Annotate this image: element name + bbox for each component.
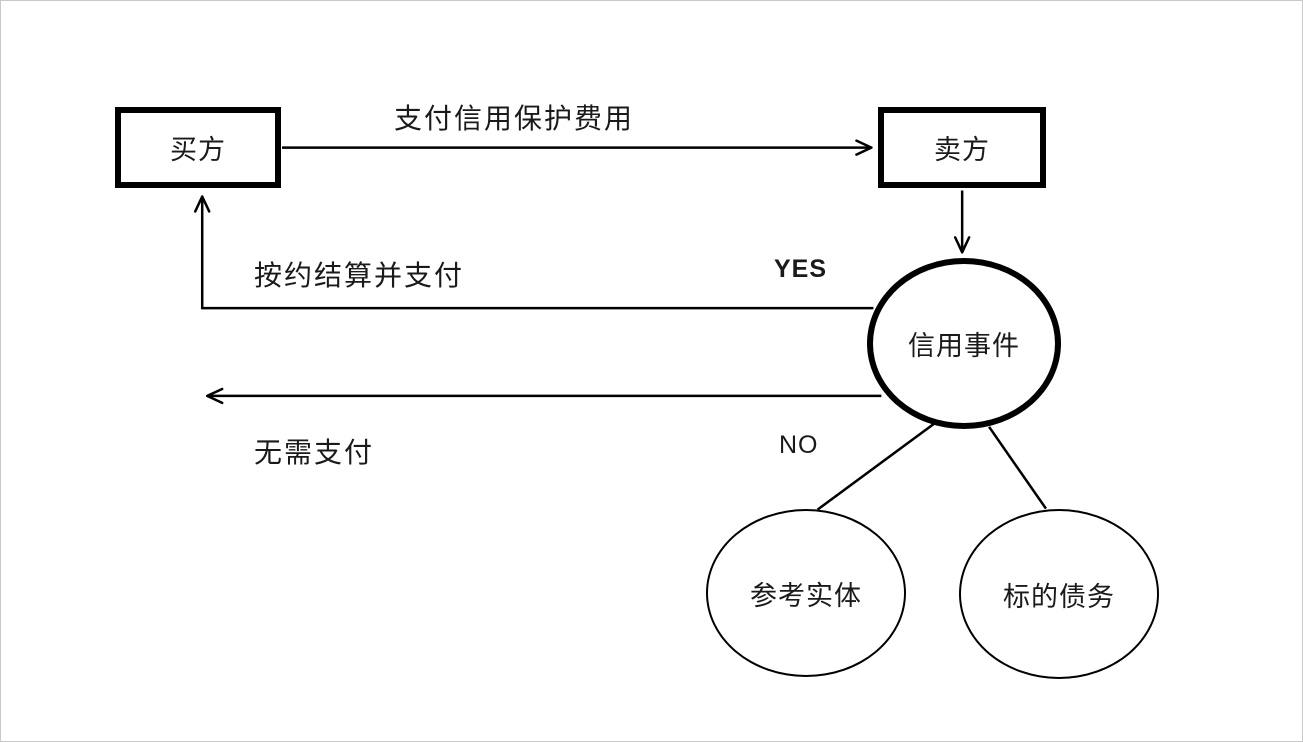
node-underlying-obligation-label: 标的债务 <box>1003 581 1115 612</box>
node-credit-event: 信用事件 <box>867 258 1061 429</box>
edge-label-yes: YES <box>774 255 828 283</box>
node-seller: 卖方 <box>878 107 1046 188</box>
node-buyer-label: 买方 <box>170 135 226 165</box>
edge-label-no-payment: 无需支付 <box>254 437 375 468</box>
node-underlying-obligation: 标的债务 <box>959 509 1159 679</box>
node-reference-entity: 参考实体 <box>706 509 906 677</box>
node-reference-entity-label: 参考实体 <box>750 580 862 611</box>
edge-yes-arrow <box>193 195 874 310</box>
node-seller-label: 卖方 <box>934 135 990 165</box>
edge-label-no: NO <box>779 431 819 459</box>
node-buyer: 买方 <box>115 107 281 188</box>
edge-event-to-obligation-line <box>988 426 1047 510</box>
edge-label-pay-fee: 支付信用保护费用 <box>394 103 635 134</box>
node-credit-event-label: 信用事件 <box>908 331 1020 361</box>
edge-label-settle-pay: 按约结算并支付 <box>254 260 465 291</box>
edge-event-to-reference-line <box>816 421 936 511</box>
